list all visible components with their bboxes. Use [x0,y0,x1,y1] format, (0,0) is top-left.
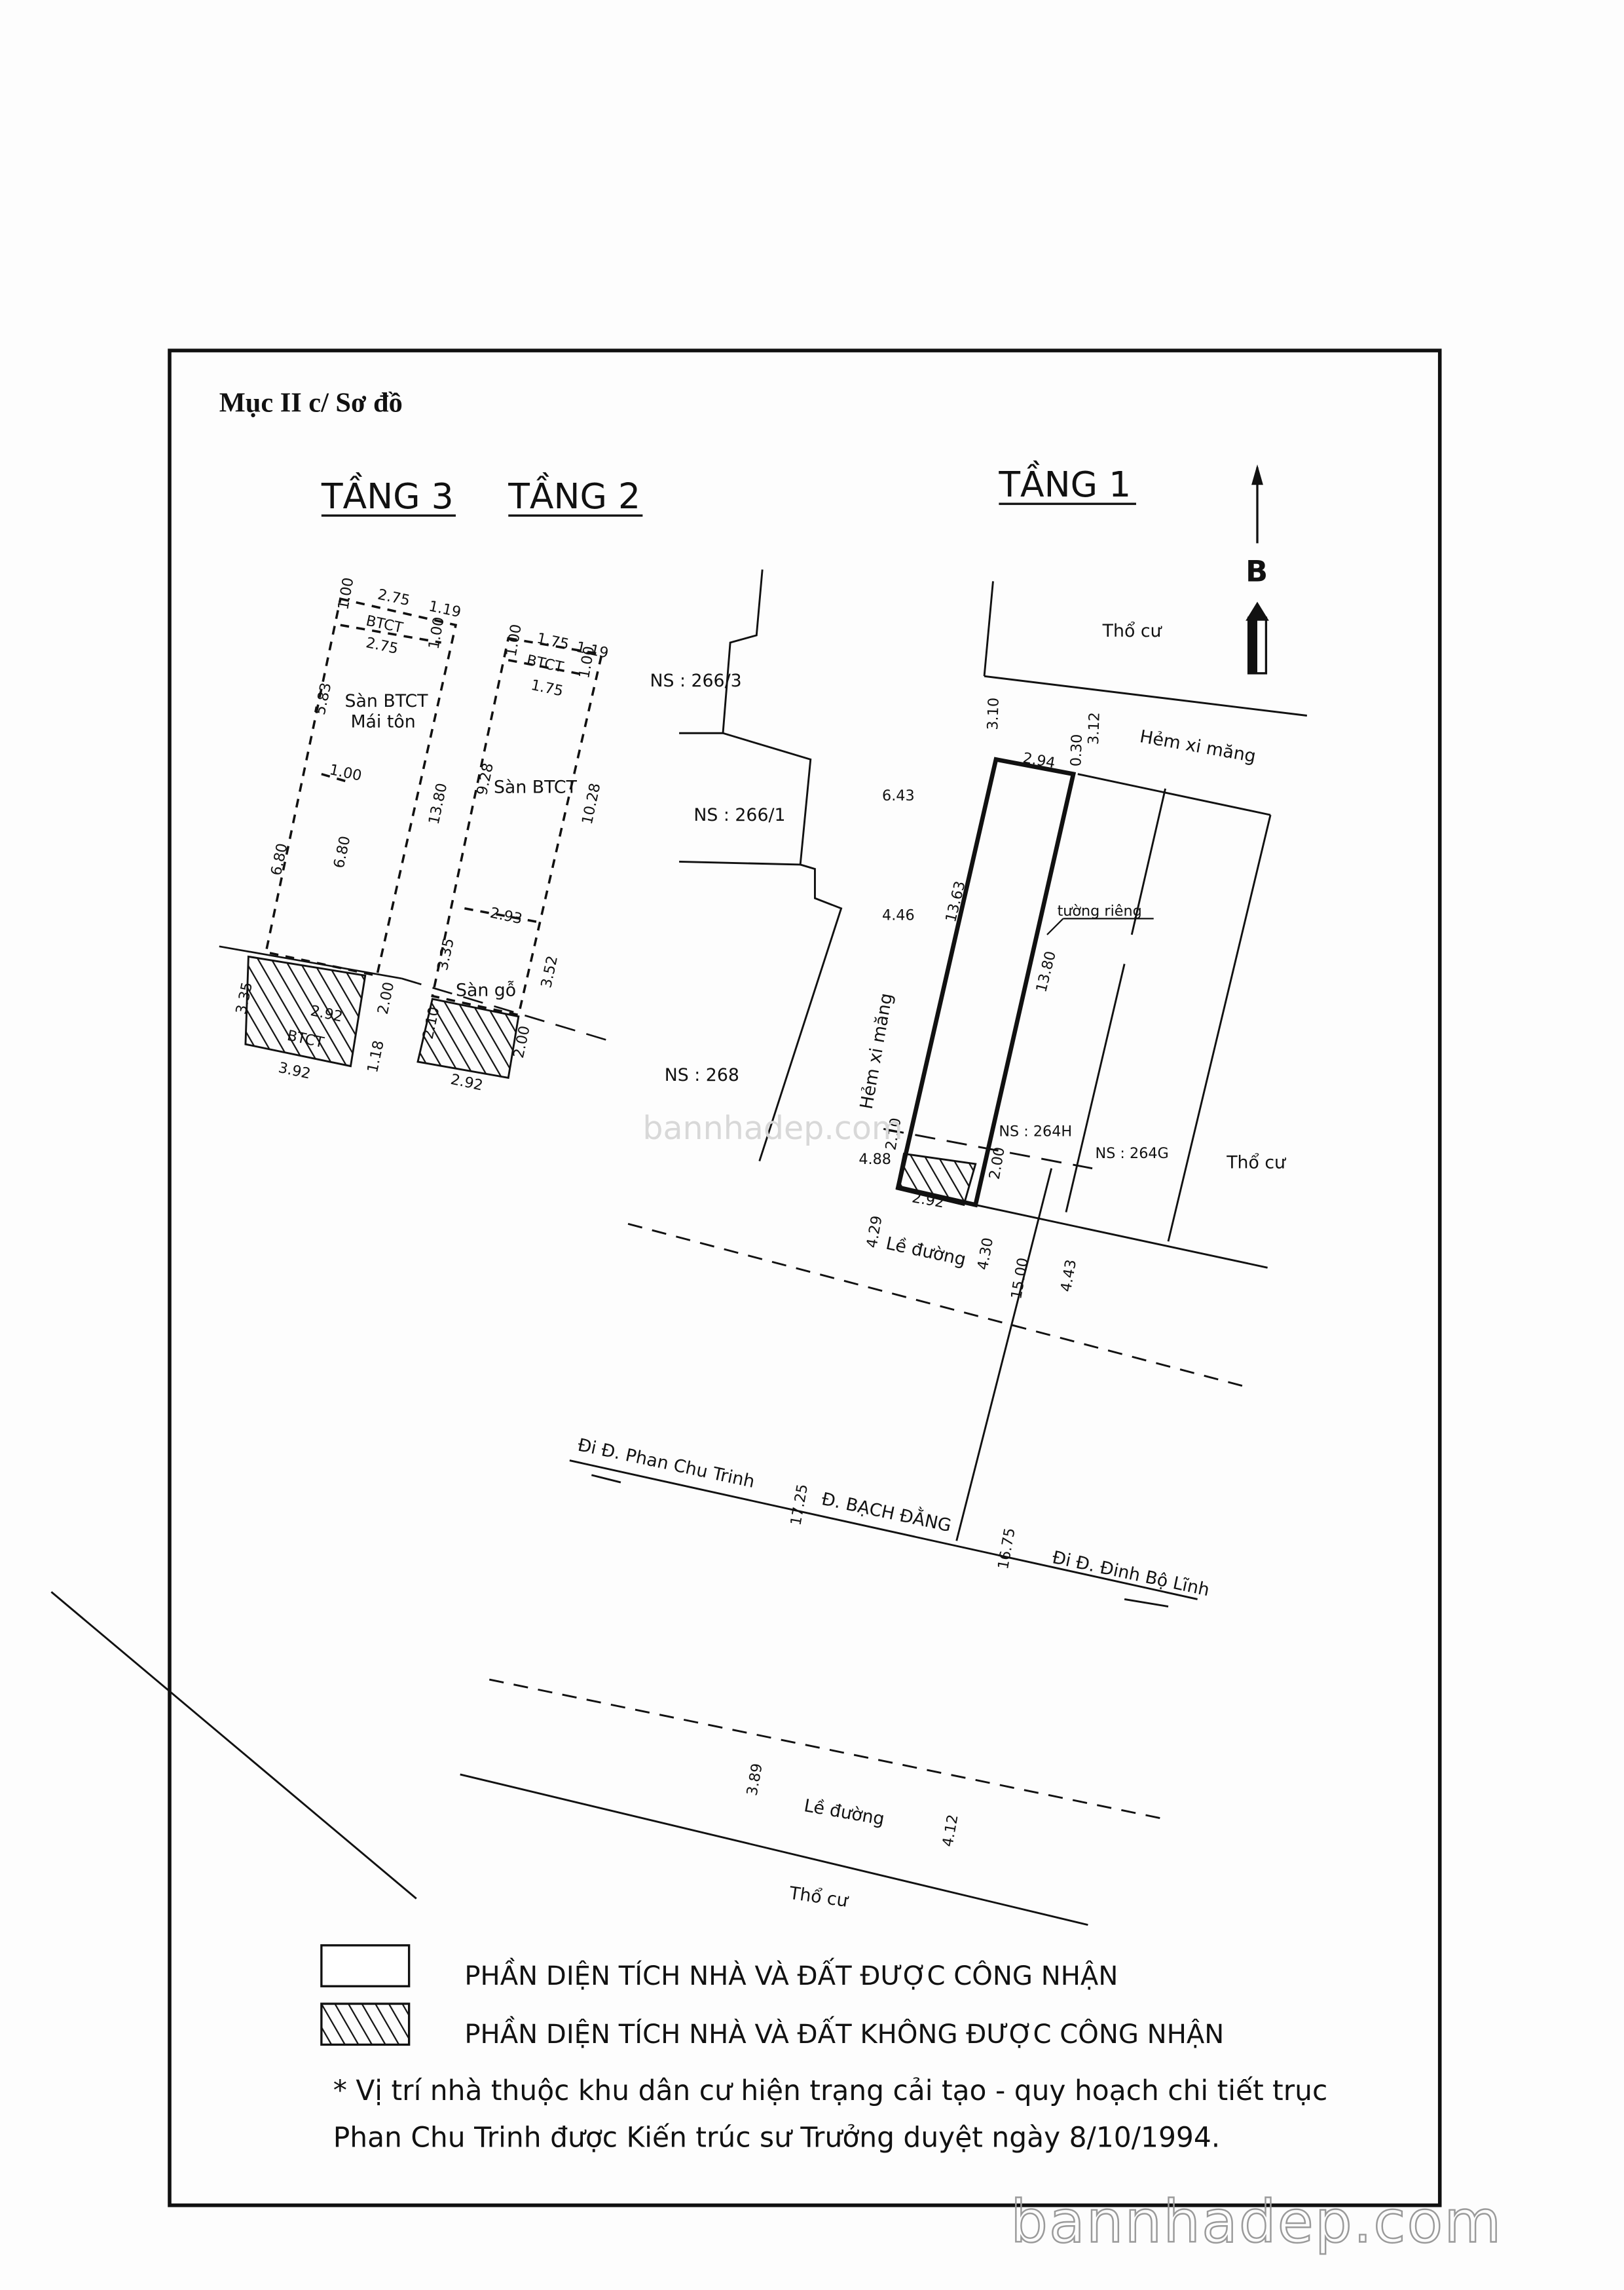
floor1-title: TẦNG 1 [998,460,1131,505]
east-land-label: Thổ cư [1226,1153,1287,1173]
note-line1: * Vị trí nhà thuộc khu dân cư hiện trạng… [333,2074,1328,2107]
dim: 4.43 [1058,1258,1080,1293]
lot-264h: NS : 264H [999,1123,1072,1140]
dim: 1.18 [364,1039,388,1074]
floor1-recognized-parcel [895,757,1077,1208]
alley-label: Hẻm xi măng [1138,726,1257,767]
north-land-label: Thổ cư [1102,621,1163,641]
dim: 2.94 [1022,749,1056,772]
south-land-label: Thổ cư [787,1883,850,1912]
floor2-title: TẦNG 2 [507,472,640,517]
watermark: bannhadep.com [1010,2188,1502,2256]
note-line2: Phan Chu Trinh được Kiến trúc sư Trưởng … [333,2122,1221,2154]
legend-unrecognized-swatch [320,2002,411,2046]
legend-recognized-swatch [320,1944,411,1987]
floor2-unrecognized-area [416,998,520,1079]
lot-266-1: NS : 266/1 [693,805,785,825]
dim: 3.35 [434,937,458,972]
dim: 17.25 [787,1483,811,1527]
side-alley-label: Hẻm xi măng [857,992,897,1111]
dim: 4.29 [863,1214,885,1249]
lot-266-3: NS : 266/3 [650,671,742,691]
dim: 4.30 [974,1236,997,1271]
street-lines [50,1168,1249,1926]
dim: 1.00 [335,576,357,611]
north-arrow-icon [1246,464,1269,675]
dim: 1.75 [535,629,570,653]
section-title: Mục II c/ Sơ đồ [219,388,403,419]
roof-type-label: Mái tôn [350,711,415,732]
page-frame [168,348,1442,2207]
dim: 3.12 [1085,712,1103,745]
lot-268: NS : 268 [665,1065,739,1085]
floor3-boundary-line [219,945,402,980]
dim: 1.75 [529,677,564,700]
dim: 13.80 [426,781,451,826]
dim: 2.92 [449,1071,485,1095]
floor1-unrecognized-area [895,1152,977,1207]
dim: 10.28 [579,781,604,826]
floor3-unrecognized-area [244,955,367,1068]
lot-264g: NS : 264G [1096,1145,1169,1162]
floor1-neighbors [679,569,1308,1269]
floor2-boundary-line [401,977,607,1041]
dim: 2.00 [375,981,398,1016]
dim: 13.80 [1033,949,1060,994]
dim: 4.88 [858,1151,891,1168]
dim: 1.00 [328,761,363,785]
dim: 1.00 [426,616,448,650]
dim: 4.12 [939,1813,961,1848]
dim: 2.75 [376,586,411,610]
watermark-faint: bannhadep.com [642,1109,902,1147]
dim: 6.80 [331,835,354,870]
floor3-plan [265,597,458,977]
sidewalk-label: Lề đường [884,1233,968,1270]
dim: 6.80 [268,842,291,877]
floor2-plan [431,637,604,1017]
dim: 2.75 [364,634,399,658]
legend-recognized: PHẦN DIỆN TÍCH NHÀ VÀ ĐẤT ĐƯỢC CÔNG NHẬN [464,1957,1118,1991]
floor-type-label: Sàn BTCT [494,778,578,798]
dim: 5.83 [312,681,335,717]
sidewalk-label: Lề đường [802,1795,886,1830]
floor-type-label: Sàn BTCT [345,691,429,711]
balcony-label: BTCT [525,652,565,676]
to-phan-chu-trinh: Đi Đ. Phan Chu Trinh [576,1435,757,1493]
north-label: B [1246,554,1268,588]
dim: 6.43 [882,787,915,804]
dim: 3.89 [744,1762,766,1797]
private-wall-label: tường riêng [1058,903,1142,920]
dim: 3.10 [984,698,1003,731]
balcony-label: BTCT [364,612,404,637]
dim: 3.92 [277,1059,312,1083]
dim: 16.75 [995,1527,1019,1571]
dim: 1.00 [503,623,525,658]
to-dinh-bo-linh: Đi Đ. Đinh Bộ Lĩnh [1050,1547,1211,1600]
legend-not-recognized: PHẦN DIỆN TÍCH NHÀ VÀ ĐẤT KHÔNG ĐƯỢC CÔN… [464,2015,1224,2050]
front-label: Sàn gỗ [456,981,516,1001]
dim: 2.93 [489,905,524,928]
dim: 4.46 [882,907,915,924]
street-name: Đ. BẠCH ĐẰNG [820,1486,953,1536]
floor3-title: TẦNG 3 [321,472,454,517]
dim: 0.30 [1067,734,1086,767]
leader-line [1046,918,1064,935]
dim: 3.52 [538,954,561,990]
